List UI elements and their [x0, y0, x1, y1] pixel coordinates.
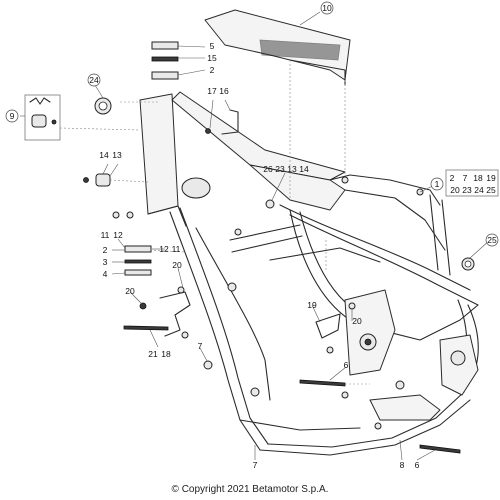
- callout-20: 20: [172, 260, 182, 270]
- callout-13-b: 13: [287, 164, 297, 174]
- box-label-20: 20: [450, 185, 460, 195]
- callout-2: 2: [210, 65, 215, 75]
- callout-12: 12: [113, 230, 123, 240]
- alignment-lines: [59, 60, 370, 385]
- clamp-25: [461, 257, 475, 271]
- callout-10: 10: [322, 3, 332, 13]
- callout-14-b: 14: [299, 164, 309, 174]
- main-frame: [139, 91, 479, 456]
- callout-2-b: 2: [103, 245, 108, 255]
- callout-18: 18: [161, 349, 171, 359]
- bracket-17-16: [205, 109, 239, 135]
- callout-4: 4: [103, 269, 108, 279]
- callout-11-b: 11: [172, 244, 181, 254]
- callout-3: 3: [103, 257, 108, 267]
- callout-26: 26: [263, 164, 273, 174]
- kit-9: [24, 94, 61, 141]
- callout-14: 14: [99, 150, 109, 160]
- callout-7: 7: [198, 341, 203, 351]
- callout-7-b: 7: [253, 460, 258, 470]
- callout-6-b: 6: [415, 460, 420, 470]
- callout-11: 11: [101, 230, 110, 240]
- box-label-24: 24: [474, 185, 484, 195]
- callout-21: 21: [148, 349, 158, 359]
- callout-20-b: 20: [125, 286, 135, 296]
- callout-16: 16: [219, 86, 229, 96]
- bolts-left: [112, 211, 191, 339]
- number-plate-bracket: [204, 9, 351, 86]
- callout-13: 13: [112, 150, 122, 160]
- spacer-14-13: [83, 173, 111, 187]
- box-label-25: 25: [486, 185, 496, 195]
- box-label-2: 2: [450, 173, 455, 183]
- callout-9: 9: [10, 111, 15, 121]
- box-label-23: 23: [462, 185, 472, 195]
- box-label-19: 19: [486, 173, 496, 183]
- rubber-strips-top: [151, 41, 179, 80]
- callout-6: 6: [344, 360, 349, 370]
- nut-7: [203, 360, 213, 370]
- box-label-7: 7: [463, 173, 468, 183]
- callout-25: 25: [487, 235, 497, 245]
- bracket-19-20: [315, 302, 356, 354]
- callout-23: 23: [275, 164, 285, 174]
- callout-19: 19: [307, 300, 317, 310]
- callouts: 10 5 15 2 24 9 17 16 14 13 26 23 13 14 1…: [5, 1, 499, 470]
- callout-17: 17: [207, 86, 217, 96]
- bolt-6-long: [299, 379, 461, 454]
- callout-8: 8: [400, 460, 405, 470]
- copyright-text: © Copyright 2021 Betamotor S.p.A.: [171, 484, 329, 495]
- box-label-18: 18: [473, 173, 483, 183]
- clamp-24: [94, 97, 112, 115]
- leader-lines: [20, 11, 491, 461]
- callout-15: 15: [207, 53, 217, 63]
- callout-24: 24: [89, 75, 99, 85]
- callout-5: 5: [210, 41, 215, 51]
- callout-20-c: 20: [352, 316, 362, 326]
- callout-1: 1: [435, 179, 440, 189]
- callout-12-b: 12: [159, 244, 169, 254]
